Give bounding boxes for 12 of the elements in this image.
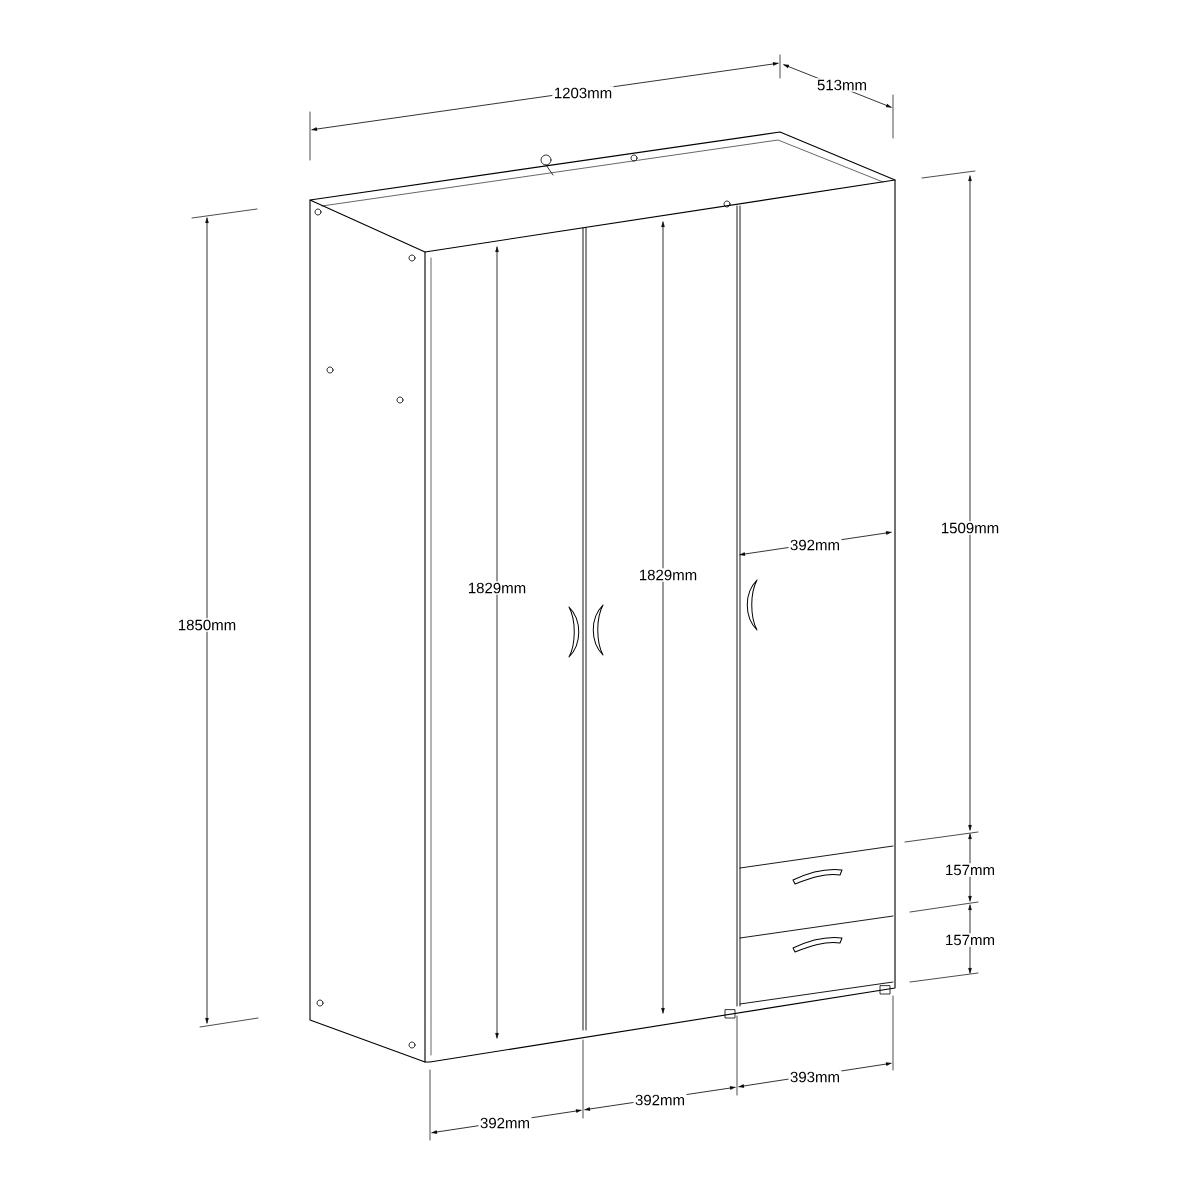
dimension-label: 1829mm: [466, 581, 528, 595]
dimension-label: 157mm: [943, 933, 997, 947]
dimension-label: 513mm: [815, 78, 869, 92]
dimension-label: 157mm: [943, 863, 997, 877]
dimension-label: 1203mm: [552, 86, 614, 100]
dimension-label: 1829mm: [637, 568, 699, 582]
dimension-label: 392mm: [478, 1116, 532, 1130]
dimension-label: 393mm: [788, 1070, 842, 1084]
dimension-label: 392mm: [788, 538, 842, 552]
dimension-label: 392mm: [633, 1093, 687, 1107]
dimension-label: 1850mm: [176, 618, 238, 632]
dimension-label: 1509mm: [939, 521, 1001, 535]
